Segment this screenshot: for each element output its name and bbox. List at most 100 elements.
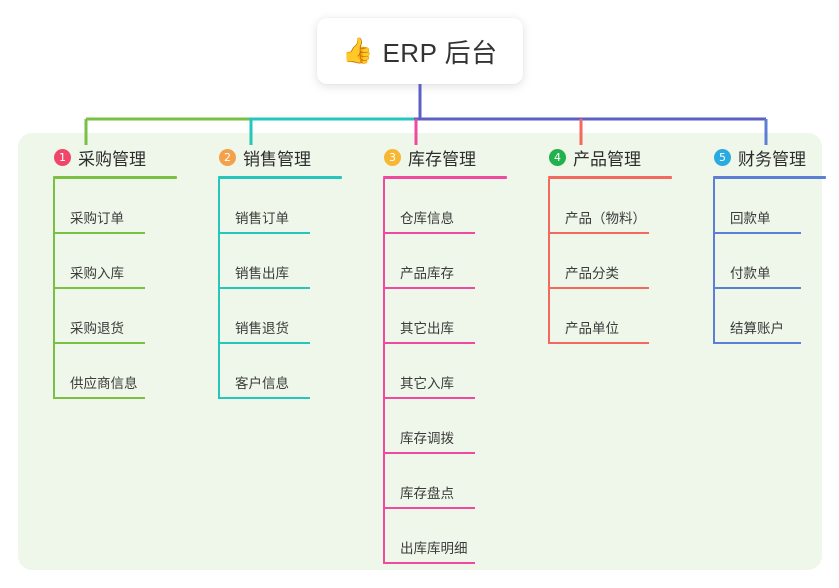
leaf-label: 库存盘点 <box>400 486 454 501</box>
leaf-item[interactable]: 客户信息 <box>201 344 351 399</box>
leaf-rule <box>713 287 801 289</box>
column-badge-4: 4 <box>549 148 566 166</box>
leaf-rule <box>383 342 475 344</box>
leaf-rule <box>53 232 145 234</box>
column-header-rule-4 <box>548 176 672 179</box>
column-branch-1: 采购订单采购入库采购退货供应商信息 <box>36 179 186 399</box>
leaf-rule <box>383 507 475 509</box>
leaf-rule <box>218 287 310 289</box>
leaf-rule <box>53 397 145 399</box>
leaf-item[interactable]: 结算账户 <box>696 289 826 344</box>
leaf-rule <box>713 342 801 344</box>
column-title-1: 采购管理 <box>78 149 146 169</box>
leaf-label: 采购订单 <box>70 211 124 226</box>
leaf-item[interactable]: 其它入库 <box>366 344 516 399</box>
leaf-label: 采购入库 <box>70 266 124 281</box>
branch-spine-2 <box>218 179 220 399</box>
column-header-5[interactable]: 5 财务管理 <box>696 145 826 169</box>
leaf-rule <box>383 287 475 289</box>
column-header-2[interactable]: 2 销售管理 <box>201 145 351 169</box>
column-header-1[interactable]: 1 采购管理 <box>36 145 186 169</box>
column-3: 3 库存管理仓库信息产品库存其它出库其它入库库存调拨库存盘点出库库明细 <box>366 145 516 564</box>
leaf-label: 客户信息 <box>235 376 289 391</box>
leaf-rule <box>218 397 310 399</box>
leaf-item[interactable]: 采购退货 <box>36 289 186 344</box>
leaf-label: 销售出库 <box>235 266 289 281</box>
leaf-label: 销售订单 <box>235 211 289 226</box>
leaf-rule <box>218 232 310 234</box>
leaf-label: 产品分类 <box>565 266 619 281</box>
leaf-item[interactable]: 采购入库 <box>36 234 186 289</box>
leaf-item[interactable]: 销售出库 <box>201 234 351 289</box>
column-branch-4: 产品（物料） 产品分类产品单位 <box>531 179 691 344</box>
root-title-text: ERP 后台 <box>382 37 498 68</box>
leaf-item[interactable]: 产品分类 <box>531 234 691 289</box>
column-4: 4 产品管理产品（物料） 产品分类产品单位 <box>531 145 691 344</box>
leaf-item[interactable]: 产品库存 <box>366 234 516 289</box>
leaf-label: 付款单 <box>730 266 771 281</box>
leaf-item[interactable]: 付款单 <box>696 234 826 289</box>
leaf-rule <box>383 562 475 564</box>
leaf-item[interactable]: 销售退货 <box>201 289 351 344</box>
leaf-rule <box>548 287 649 289</box>
column-header-rule-3 <box>383 176 507 179</box>
branch-spine-5 <box>713 179 715 344</box>
leaf-label: 回款单 <box>730 211 771 226</box>
leaf-item[interactable]: 库存盘点 <box>366 454 516 509</box>
leaf-rule <box>548 342 649 344</box>
leaf-item[interactable]: 供应商信息 <box>36 344 186 399</box>
column-badge-1: 1 <box>54 148 71 166</box>
leaf-label: 销售退货 <box>235 321 289 336</box>
leaf-item[interactable]: 回款单 <box>696 179 826 234</box>
leaf-item[interactable]: 产品单位 <box>531 289 691 344</box>
leaf-label: 产品库存 <box>400 266 454 281</box>
column-header-rule-1 <box>53 176 177 179</box>
leaf-rule <box>218 342 310 344</box>
leaf-item[interactable]: 产品（物料） <box>531 179 691 234</box>
column-title-2: 销售管理 <box>243 149 311 169</box>
leaf-rule <box>53 287 145 289</box>
leaf-label: 仓库信息 <box>400 211 454 226</box>
leaf-item[interactable]: 销售订单 <box>201 179 351 234</box>
leaf-rule <box>53 342 145 344</box>
column-branch-5: 回款单付款单结算账户 <box>696 179 826 344</box>
leaf-item[interactable]: 其它出库 <box>366 289 516 344</box>
column-1: 1 采购管理采购订单采购入库采购退货供应商信息 <box>36 145 186 399</box>
leaf-label: 出库库明细 <box>400 541 468 556</box>
leaf-label: 产品（物料） <box>565 211 646 226</box>
column-title-4: 产品管理 <box>573 149 641 169</box>
leaf-rule <box>383 232 475 234</box>
leaf-rule <box>383 397 475 399</box>
diagram-panel <box>18 133 822 570</box>
leaf-item[interactable]: 采购订单 <box>36 179 186 234</box>
column-badge-3: 3 <box>384 148 401 166</box>
root-title-card[interactable]: 👍 ERP 后台 <box>317 18 523 84</box>
leaf-label: 库存调拨 <box>400 431 454 446</box>
leaf-rule <box>713 232 801 234</box>
leaf-item[interactable]: 仓库信息 <box>366 179 516 234</box>
column-badge-5: 5 <box>714 148 731 166</box>
leaf-rule <box>548 232 649 234</box>
leaf-rule <box>383 452 475 454</box>
leaf-label: 结算账户 <box>730 321 784 336</box>
column-badge-2: 2 <box>219 148 236 166</box>
column-branch-2: 销售订单销售出库销售退货客户信息 <box>201 179 351 399</box>
column-branch-3: 仓库信息产品库存其它出库其它入库库存调拨库存盘点出库库明细 <box>366 179 516 564</box>
column-5: 5 财务管理回款单付款单结算账户 <box>696 145 826 344</box>
column-2: 2 销售管理销售订单销售出库销售退货客户信息 <box>201 145 351 399</box>
leaf-item[interactable]: 出库库明细 <box>366 509 516 564</box>
branch-spine-3 <box>383 179 385 564</box>
column-header-rule-5 <box>713 176 826 179</box>
column-header-3[interactable]: 3 库存管理 <box>366 145 516 169</box>
leaf-label: 其它出库 <box>400 321 454 336</box>
thumbs-up-icon: 👍 <box>342 36 374 65</box>
column-title-3: 库存管理 <box>408 149 476 169</box>
column-header-4[interactable]: 4 产品管理 <box>531 145 691 169</box>
branch-spine-1 <box>53 179 55 399</box>
leaf-label: 产品单位 <box>565 321 619 336</box>
column-header-rule-2 <box>218 176 342 179</box>
column-title-5: 财务管理 <box>738 149 806 169</box>
leaf-label: 采购退货 <box>70 321 124 336</box>
leaf-item[interactable]: 库存调拨 <box>366 399 516 454</box>
leaf-label: 其它入库 <box>400 376 454 391</box>
